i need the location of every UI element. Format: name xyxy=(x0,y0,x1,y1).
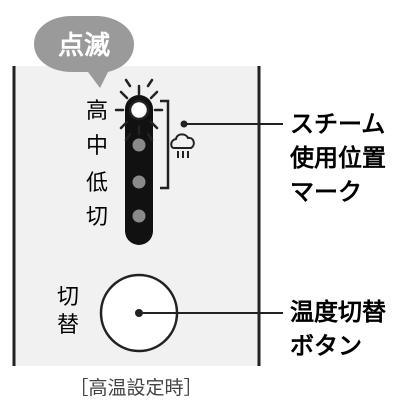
level-label-high: 高 xyxy=(86,99,108,124)
temp-callout-line1: 温度切替 xyxy=(290,298,386,326)
steam-range-bracket xyxy=(160,99,170,190)
steam-icon xyxy=(170,133,195,158)
led-high xyxy=(128,99,150,121)
level-bar xyxy=(125,95,153,245)
steam-callout-line3: マーク xyxy=(290,178,362,206)
steam-callout-line1: スチーム xyxy=(290,110,385,138)
level-label-off: 切 xyxy=(86,205,108,230)
steam-callout-dot xyxy=(180,120,188,128)
temp-switch-center-dot xyxy=(135,309,143,317)
blink-rays xyxy=(114,78,164,142)
blink-badge: 点滅 xyxy=(34,16,134,88)
led-mid xyxy=(132,138,146,152)
led-low xyxy=(132,175,146,189)
level-label-low: 低 xyxy=(86,171,108,196)
temp-callout-line2: ボタン xyxy=(290,332,362,360)
button-label-line2: 替 xyxy=(57,313,79,338)
steam-callout-line2: 使用位置 xyxy=(289,144,386,172)
led-off xyxy=(132,209,146,223)
blink-badge-label: 点滅 xyxy=(58,30,110,61)
caption: ［高温設定時］ xyxy=(69,377,202,399)
level-label-mid: 中 xyxy=(86,134,108,159)
button-label-line1: 切 xyxy=(57,285,79,310)
